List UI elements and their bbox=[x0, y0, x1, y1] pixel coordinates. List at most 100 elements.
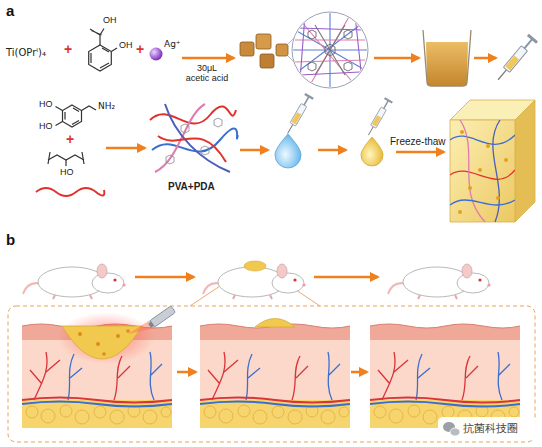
pva-pda-network bbox=[166, 118, 222, 164]
plus-sign: + bbox=[136, 42, 144, 57]
plus-sign: + bbox=[66, 132, 74, 147]
salicylic-acid-structure bbox=[91, 48, 109, 68]
hydrogel-cube bbox=[450, 100, 535, 222]
wound-with-hydrogel bbox=[62, 326, 142, 359]
wound-with-hydrogel bbox=[58, 306, 176, 364]
component-label: PVA+PDA bbox=[168, 181, 215, 192]
mof-crystals bbox=[260, 54, 274, 68]
wound-with-hydrogel bbox=[147, 306, 175, 329]
mof-network bbox=[292, 12, 368, 88]
hydrogel-cube bbox=[450, 200, 515, 205]
mof-network bbox=[315, 25, 345, 75]
skin-section bbox=[200, 324, 350, 428]
hydrogel-cube bbox=[493, 120, 500, 222]
hydrogel-cube bbox=[486, 144, 490, 148]
beaker bbox=[423, 30, 471, 86]
mouse bbox=[23, 264, 126, 299]
step-label: Freeze-thaw bbox=[390, 136, 446, 147]
reaction-arrows bbox=[106, 147, 145, 150]
syringe bbox=[364, 97, 392, 137]
watermark bbox=[438, 417, 536, 440]
reaction-arrows bbox=[182, 57, 234, 60]
group-label: HO bbox=[39, 122, 53, 132]
mof-network bbox=[298, 15, 362, 80]
hydrogel-cube bbox=[450, 135, 515, 144]
mof-crystals bbox=[256, 34, 271, 49]
salicylic-acid-structure bbox=[89, 29, 117, 72]
mof-network bbox=[292, 12, 368, 88]
mixed-drop bbox=[361, 137, 383, 166]
wound-with-hydrogel bbox=[126, 329, 130, 333]
watermark bbox=[450, 428, 460, 436]
mouse bbox=[388, 264, 491, 299]
beaker bbox=[423, 30, 471, 86]
pva-structure bbox=[65, 160, 66, 166]
hydrogel-cube bbox=[450, 170, 515, 179]
reaction-arrows bbox=[351, 371, 367, 374]
reaction-arrows bbox=[396, 151, 444, 154]
wound-with-hydrogel bbox=[150, 306, 176, 327]
group-label: HO bbox=[39, 100, 53, 110]
hydrogel-cube bbox=[504, 158, 508, 162]
reaction-arrows bbox=[318, 149, 346, 152]
reaction-arrows bbox=[374, 57, 419, 60]
pva-pda-network bbox=[150, 104, 238, 172]
skin-section bbox=[370, 324, 520, 428]
condition-label: 30μL acetic acid bbox=[185, 64, 229, 84]
wound-with-hydrogel bbox=[102, 352, 106, 356]
zoom-frame bbox=[8, 306, 535, 442]
reaction-arrows bbox=[135, 276, 194, 279]
mof-network bbox=[325, 44, 335, 56]
hydrogel-cube bbox=[496, 196, 500, 200]
silver-ion bbox=[150, 48, 163, 61]
precursor-drop bbox=[275, 134, 301, 168]
wound-dressing bbox=[244, 261, 266, 271]
wound-with-hydrogel bbox=[78, 332, 82, 336]
watermark-text: 抗菌科技圈 bbox=[463, 422, 518, 434]
mof-network bbox=[292, 12, 368, 88]
wound-with-hydrogel bbox=[96, 342, 100, 346]
pva-pda-network bbox=[201, 146, 209, 155]
pva-structure bbox=[36, 152, 104, 196]
wound-with-hydrogel bbox=[58, 312, 154, 364]
syringe bbox=[283, 93, 313, 136]
panel-letter: a bbox=[6, 3, 14, 20]
mof-crystals bbox=[240, 34, 288, 68]
pva-pda-network bbox=[158, 136, 226, 162]
pva-pda-network bbox=[214, 118, 222, 127]
pva-structure bbox=[48, 155, 84, 160]
wound-with-hydrogel bbox=[78, 329, 130, 356]
reaction-arrows bbox=[474, 57, 496, 60]
plus-sign: + bbox=[64, 42, 72, 57]
pva-pda-network bbox=[181, 124, 189, 133]
hydrogel-cube bbox=[458, 210, 462, 214]
hydrogel-cube bbox=[460, 120, 485, 222]
reaction-arrows bbox=[177, 371, 196, 374]
mof-network bbox=[344, 30, 352, 39]
group-label: HO bbox=[60, 168, 74, 178]
wound-with-hydrogel bbox=[116, 334, 120, 338]
hydrogel-cube bbox=[515, 100, 535, 222]
wound-with-hydrogel bbox=[148, 321, 154, 327]
hydrogel-cube bbox=[468, 186, 472, 190]
pva-pda-network bbox=[166, 155, 174, 164]
hydrogel-cube bbox=[450, 120, 515, 222]
mof-network bbox=[308, 62, 316, 71]
hydrogel-patch bbox=[255, 319, 295, 328]
dopamine-structure bbox=[65, 108, 79, 125]
dopamine-structure bbox=[56, 105, 97, 127]
hydrogel-cube bbox=[460, 130, 464, 134]
mof-network bbox=[308, 30, 316, 39]
beaker bbox=[426, 42, 468, 86]
hydrogel-cube bbox=[478, 168, 482, 172]
reagent-formula: Ti(OPrⁱ)₄ bbox=[6, 47, 46, 58]
mof-network bbox=[295, 15, 365, 85]
pva-structure bbox=[36, 188, 104, 196]
salicylic-acid-structure bbox=[89, 45, 112, 71]
mof-crystals bbox=[276, 44, 288, 56]
group-label: OH bbox=[119, 41, 133, 51]
mof-crystals bbox=[240, 42, 254, 56]
reaction-arrows bbox=[314, 276, 378, 279]
panel-letter: b bbox=[6, 232, 15, 249]
